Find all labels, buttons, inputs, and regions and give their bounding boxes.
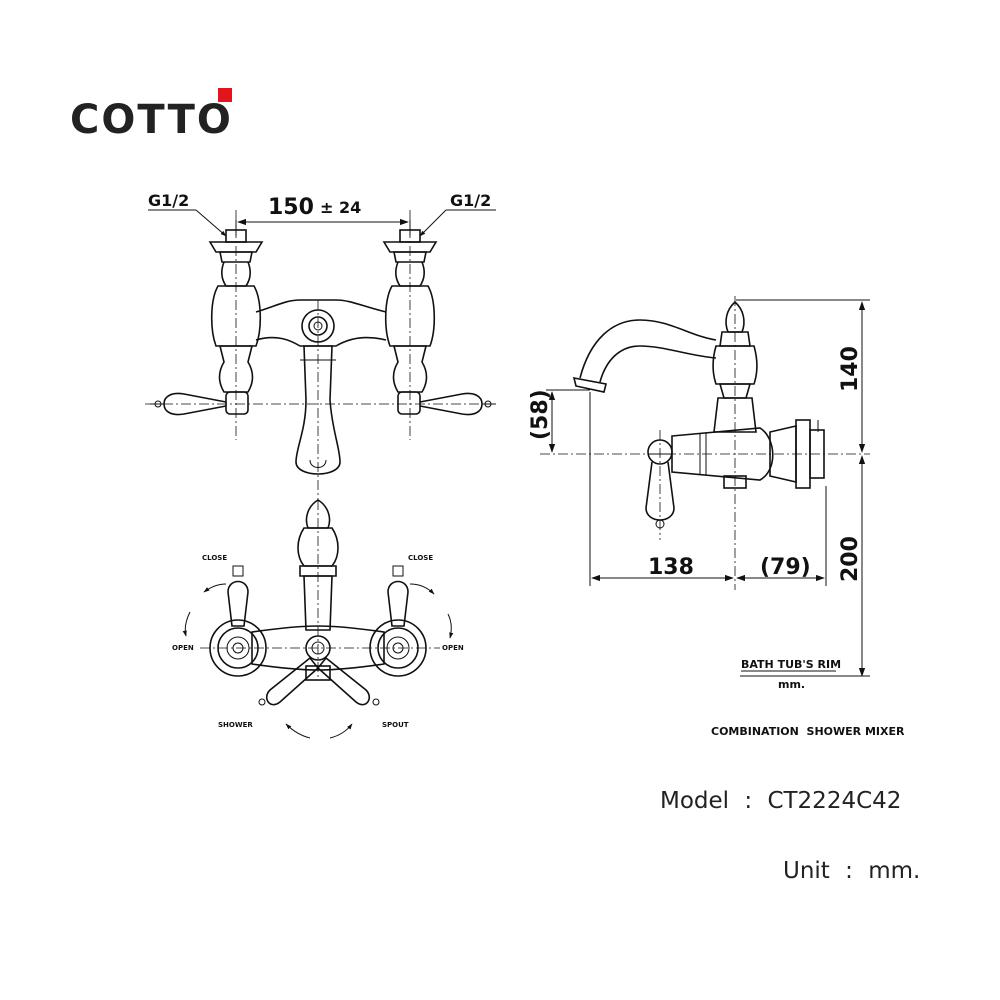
dimension-200: 200 <box>838 536 863 582</box>
dimension-58: (58) <box>528 389 553 440</box>
dimension-79: (79) <box>760 555 811 580</box>
side-view: 140 200 (58) 138 (79) BATH TUB'S RIM mm. <box>528 296 870 691</box>
unit-separator: : <box>845 858 853 884</box>
logo-text: COTTO <box>70 97 233 143</box>
dimension-140: 140 <box>838 346 863 392</box>
unit-info: Unit : mm. <box>783 858 920 884</box>
inlet-thread-left: G1/2 <box>148 191 189 210</box>
bath-tub-rim-label: BATH TUB'S RIM <box>741 658 841 671</box>
bath-tub-rim-unit: mm. <box>778 678 805 691</box>
front-view: 150 ± 24 G1/2 G1/2 <box>145 191 496 500</box>
open-label-left: OPEN <box>172 644 194 652</box>
shower-label: SHOWER <box>218 721 253 729</box>
dimension-138: 138 <box>648 555 694 580</box>
close-label-right: CLOSE <box>408 554 433 562</box>
model-info: Model : CT2224C42 <box>660 788 901 814</box>
spout-label: SPOUT <box>382 721 409 729</box>
brand-logo: COTTO <box>70 88 233 143</box>
top-view: CLOSE CLOSE OPEN OPEN SHOWER SPOUT <box>172 499 464 739</box>
product-type: COMBINATION SHOWER MIXER <box>711 725 905 738</box>
model-label-text: Model <box>660 788 729 814</box>
logo-accent-square <box>218 88 232 102</box>
model-value: CT2224C42 <box>767 788 901 814</box>
unit-value: mm. <box>868 858 920 884</box>
unit-label-text: Unit <box>783 858 830 884</box>
model-label: Model : CT2224C42 <box>660 788 901 814</box>
spacing-tolerance: ± 24 <box>320 198 361 217</box>
model-separator: : <box>744 788 752 814</box>
close-label-left: CLOSE <box>202 554 227 562</box>
spacing-dimension: 150 <box>268 195 314 220</box>
inlet-thread-right: G1/2 <box>450 191 491 210</box>
unit-label: Unit : mm. <box>783 858 920 884</box>
open-label-right: OPEN <box>442 644 464 652</box>
